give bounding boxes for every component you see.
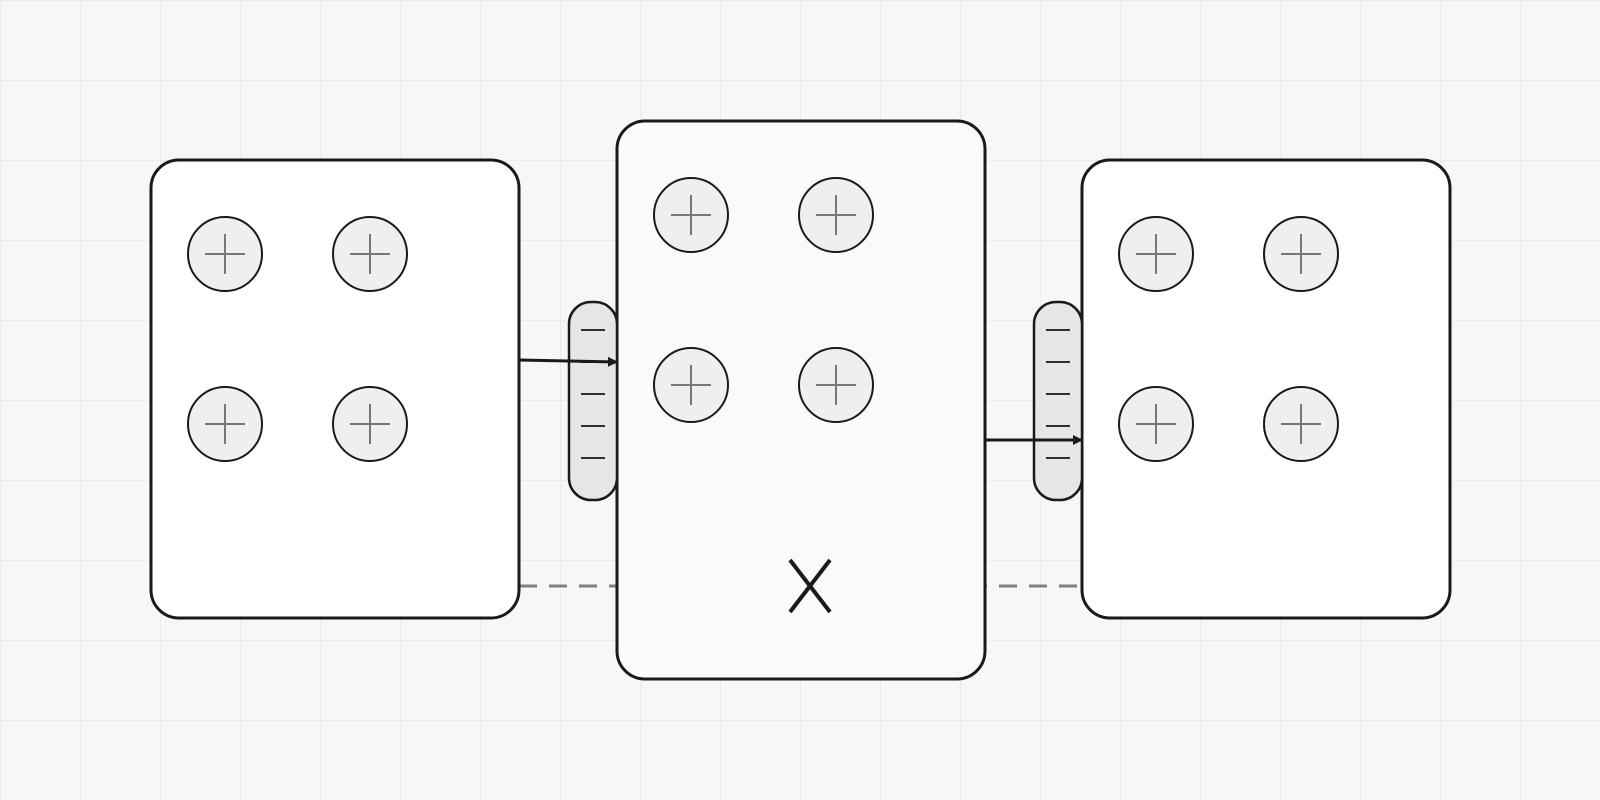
left-card-slot-1[interactable] [187, 216, 263, 292]
right-card-slot-3[interactable] [1118, 386, 1194, 462]
right-card[interactable] [1080, 158, 1452, 620]
plus-icon [816, 195, 856, 235]
middle-card-slot-4[interactable] [798, 347, 874, 423]
right-card-slot-2[interactable] [1263, 216, 1339, 292]
right-card-slot-4[interactable] [1263, 386, 1339, 462]
left-card-slot-2[interactable] [332, 216, 408, 292]
connector-body [1032, 300, 1084, 502]
middle-card-slot-1[interactable] [653, 177, 729, 253]
middle-card[interactable] [615, 119, 987, 681]
middle-card-slot-2[interactable] [798, 177, 874, 253]
plus-icon [1136, 404, 1176, 444]
right-card-slot-1[interactable] [1118, 216, 1194, 292]
connector-left-middle[interactable] [567, 300, 619, 502]
left-card-slot-4[interactable] [332, 386, 408, 462]
plus-icon [671, 195, 711, 235]
connector-middle-right[interactable] [1032, 300, 1084, 502]
plus-icon [205, 234, 245, 274]
plus-icon [671, 365, 711, 405]
link-left-to-middle[interactable] [518, 356, 618, 367]
connector-body [567, 300, 619, 502]
left-card[interactable] [149, 158, 521, 620]
plus-icon [205, 404, 245, 444]
plus-icon [350, 234, 390, 274]
plus-icon [1136, 234, 1176, 274]
plus-icon [816, 365, 856, 405]
left-card-slot-3[interactable] [187, 386, 263, 462]
middle-card-slot-3[interactable] [653, 347, 729, 423]
plus-icon [350, 404, 390, 444]
close-icon[interactable] [788, 558, 832, 614]
plus-icon [1281, 404, 1321, 444]
plus-icon [1281, 234, 1321, 274]
